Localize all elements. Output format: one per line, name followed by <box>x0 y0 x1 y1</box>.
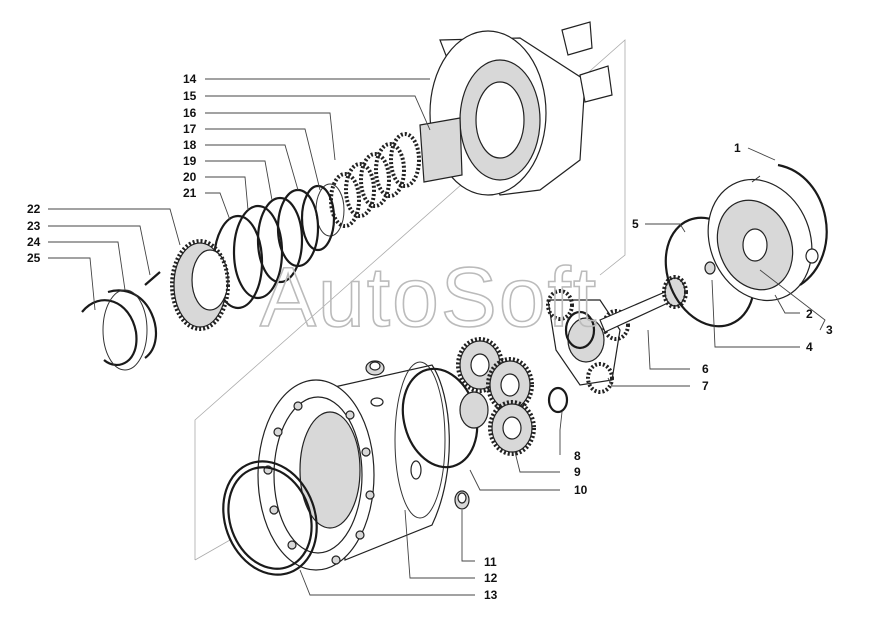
callout-1: 1 <box>734 141 741 155</box>
housing-bolt-holes <box>263 401 375 565</box>
snap-ring-small <box>547 386 569 414</box>
callout-6: 6 <box>702 362 709 376</box>
snap-rings <box>81 289 157 371</box>
callout-18: 18 <box>183 138 197 152</box>
callout-19: 19 <box>183 154 197 168</box>
callout-20: 20 <box>183 170 197 184</box>
callout-11: 11 <box>484 555 497 569</box>
callout-8: 8 <box>574 449 581 463</box>
callout-4: 4 <box>806 340 813 354</box>
brake-disc-stack <box>212 132 421 310</box>
callout-25: 25 <box>27 251 41 265</box>
planet-gears <box>456 337 536 456</box>
callout-14: 14 <box>183 72 197 86</box>
motor-housing <box>419 21 613 196</box>
retaining-ring-cover <box>777 163 828 286</box>
spring <box>144 271 161 286</box>
callout-16: 16 <box>183 106 197 120</box>
callout-3: 3 <box>826 323 833 337</box>
sun-gear-shaft <box>599 275 688 333</box>
hub-housing <box>257 361 450 571</box>
cover-assembly <box>704 178 819 302</box>
hub-seal-rings <box>222 460 318 576</box>
callout-15: 15 <box>183 89 197 103</box>
piston <box>170 239 230 331</box>
callout-2: 2 <box>806 307 813 321</box>
callout-5: 5 <box>632 217 639 231</box>
callout-21: 21 <box>183 186 197 200</box>
callout-9: 9 <box>574 465 581 479</box>
callout-12: 12 <box>484 571 498 585</box>
callout-10: 10 <box>574 483 588 497</box>
callout-22: 22 <box>27 202 41 216</box>
plug <box>454 490 470 510</box>
plug-top <box>365 360 385 376</box>
callout-24: 24 <box>27 235 41 249</box>
callout-labels: 1 2 3 4 5 6 7 8 9 10 11 12 13 14 15 16 1… <box>27 72 833 602</box>
leader-lines <box>48 78 826 596</box>
callout-7: 7 <box>702 379 709 393</box>
callout-17: 17 <box>183 122 197 136</box>
callout-13: 13 <box>484 588 498 602</box>
callout-23: 23 <box>27 219 41 233</box>
watermark: AutoSoft <box>260 250 598 344</box>
assembly-frame <box>194 39 626 561</box>
